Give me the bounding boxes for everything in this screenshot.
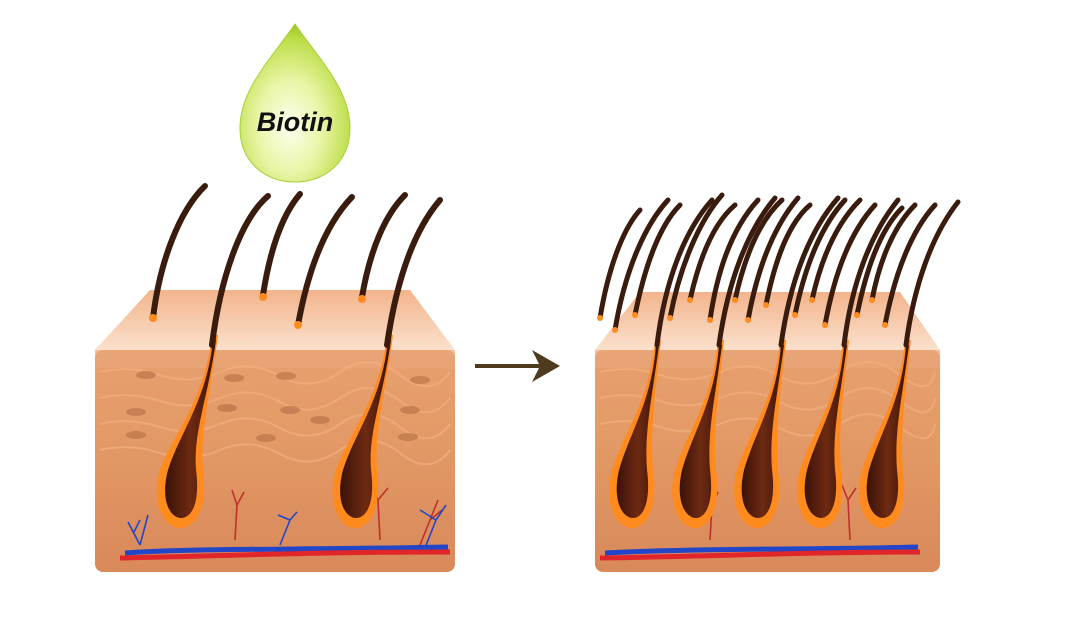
hair-follicle <box>609 340 661 528</box>
hair-follicle <box>734 340 786 528</box>
skin-block-before <box>95 183 455 572</box>
skin-block-after <box>595 192 961 572</box>
nerve-branches <box>127 504 447 549</box>
biotin-label: Biotin <box>257 107 333 137</box>
hair-follicle <box>797 340 849 528</box>
cell-nuclei <box>126 371 430 442</box>
right-arrow-icon <box>475 350 560 382</box>
hair-strands <box>150 183 443 348</box>
hair-follicle <box>332 335 393 528</box>
hair-pores <box>149 293 366 329</box>
hair-pores <box>597 297 888 333</box>
artery <box>599 549 921 561</box>
hair-follicle <box>859 340 911 528</box>
vein <box>604 544 919 556</box>
hair-strands <box>597 192 961 348</box>
vein <box>124 544 449 556</box>
hair-follicle <box>672 340 724 528</box>
biotin-drop: Biotin <box>239 23 351 183</box>
artery <box>119 549 451 561</box>
hair-follicle <box>156 335 218 528</box>
